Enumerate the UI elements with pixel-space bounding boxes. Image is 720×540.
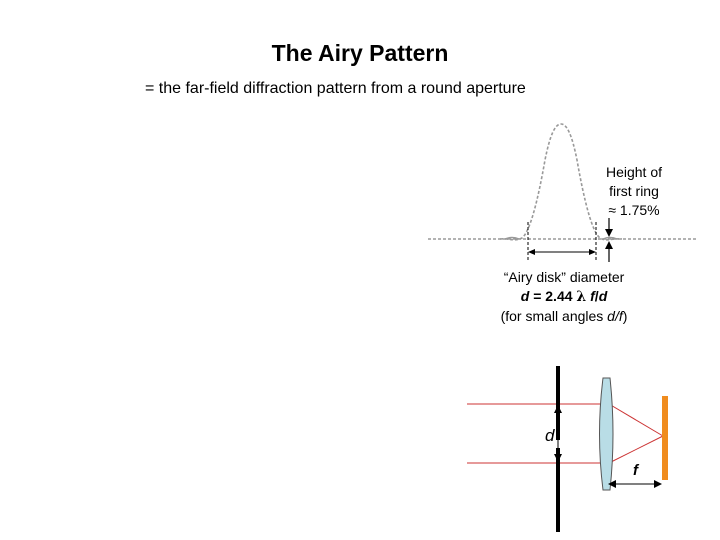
first-ring-bump-right bbox=[602, 236, 618, 240]
lens bbox=[599, 377, 614, 491]
airy-disk-arrowhead-right bbox=[589, 249, 596, 255]
focal-arrowhead-right bbox=[654, 480, 662, 488]
ray-bottom-converging bbox=[608, 435, 664, 464]
first-ring-bump-left bbox=[504, 236, 520, 240]
airy-intensity-curve bbox=[499, 123, 623, 241]
slide-title-text: The Airy Pattern bbox=[271, 40, 449, 66]
first-ring-annotation: Height of first ring ≈ 1.75% bbox=[596, 163, 672, 220]
first-ring-line2: first ring bbox=[609, 183, 659, 199]
airy-disk-arrowhead-left bbox=[528, 249, 535, 255]
aperture-d-arrowhead-bottom bbox=[554, 454, 562, 462]
first-ring-line1: Height of bbox=[605, 164, 663, 180]
aperture-d-arrowhead-top bbox=[554, 405, 562, 413]
line3-pre: (for small angles bbox=[500, 308, 608, 324]
focal-arrowhead-left bbox=[608, 480, 616, 488]
slide-title: The Airy Pattern bbox=[0, 40, 720, 67]
airy-disk-formula: d = 2.44 λ f/d bbox=[478, 287, 650, 307]
airy-disk-line3: (for small angles d/f) bbox=[478, 307, 650, 326]
detector-screen bbox=[662, 396, 668, 480]
formula-slash: / bbox=[594, 288, 599, 304]
slide-subtitle: = the far-field diffraction pattern from… bbox=[145, 80, 526, 97]
formula-d2: d bbox=[598, 288, 608, 304]
airy-disk-line1: “Airy disk” diameter bbox=[503, 269, 625, 285]
aperture-d-label: d bbox=[545, 426, 555, 445]
formula-f: f bbox=[586, 288, 595, 304]
line3-post: ) bbox=[622, 308, 628, 324]
ring-height-arrowhead-up bbox=[605, 241, 613, 249]
formula-lambda: λ bbox=[576, 289, 587, 305]
formula-eq: = 2.44 bbox=[529, 288, 577, 304]
first-ring-line3: ≈ 1.75% bbox=[608, 202, 660, 218]
aperture-stop-top bbox=[556, 366, 560, 440]
line3-var: d/f bbox=[607, 308, 623, 324]
focal-f-label: f bbox=[633, 462, 638, 479]
formula-d: d bbox=[520, 288, 530, 304]
ray-top-converging bbox=[608, 403, 664, 437]
airy-disk-annotation: “Airy disk” diameter d = 2.44 λ f/d (for… bbox=[478, 268, 650, 326]
ring-height-arrowhead-down bbox=[605, 229, 613, 237]
aperture-stop-bottom bbox=[556, 448, 560, 532]
